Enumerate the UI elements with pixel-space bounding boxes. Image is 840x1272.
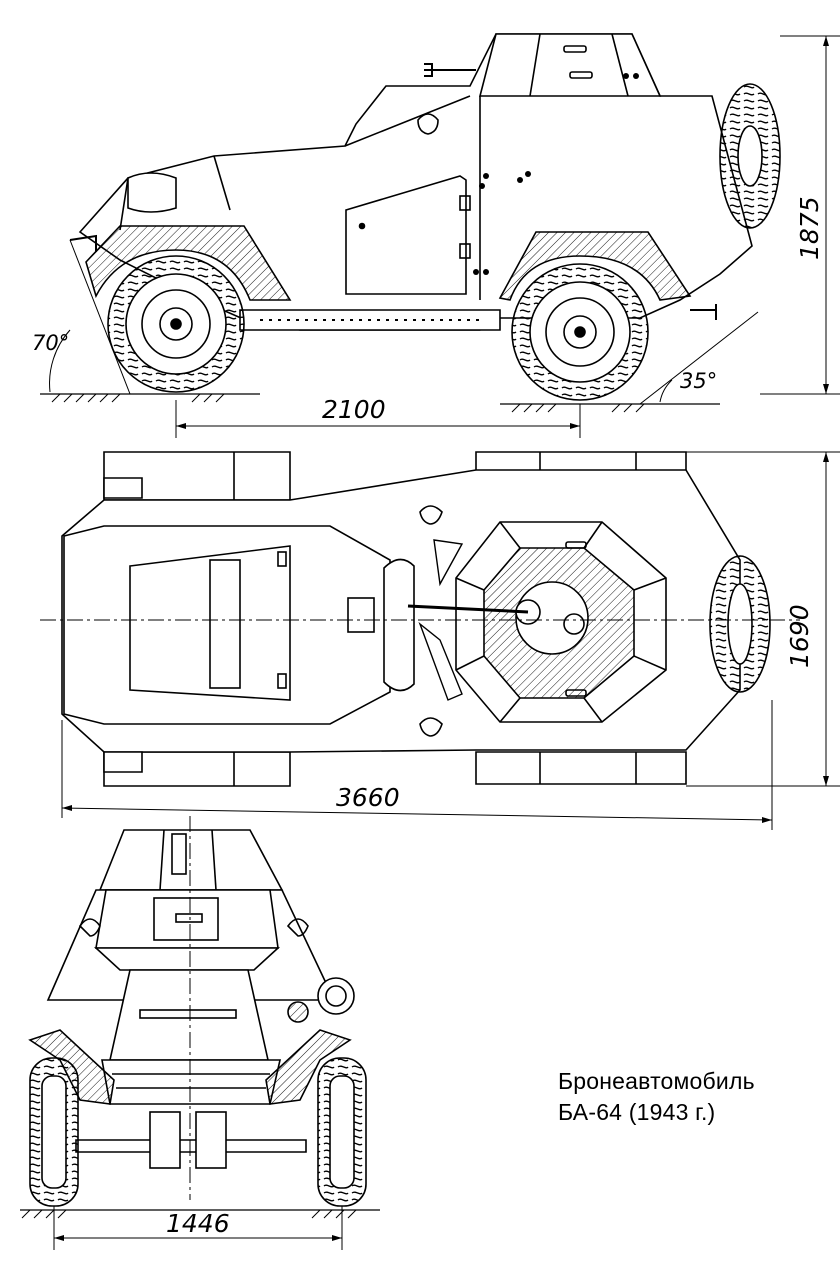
height-label: 1875: [795, 196, 824, 260]
front-view: [20, 816, 380, 1250]
approach-angle-label: 70°: [32, 331, 69, 355]
width-label: 1690: [785, 604, 814, 668]
title-line-1: Бронеавтомобиль: [558, 1068, 755, 1094]
drawing-title: Бронеавтомобиль БА-64 (1943 г.): [558, 1066, 755, 1128]
departure-angle-label: 35°: [680, 369, 717, 393]
side-view: [40, 33, 840, 438]
track-label: 1446: [166, 1209, 230, 1238]
top-view: [40, 451, 840, 830]
wheelbase-label: 2100: [322, 395, 386, 424]
length-label: 3660: [336, 783, 400, 812]
title-line-2: БА-64 (1943 г.): [558, 1099, 716, 1125]
